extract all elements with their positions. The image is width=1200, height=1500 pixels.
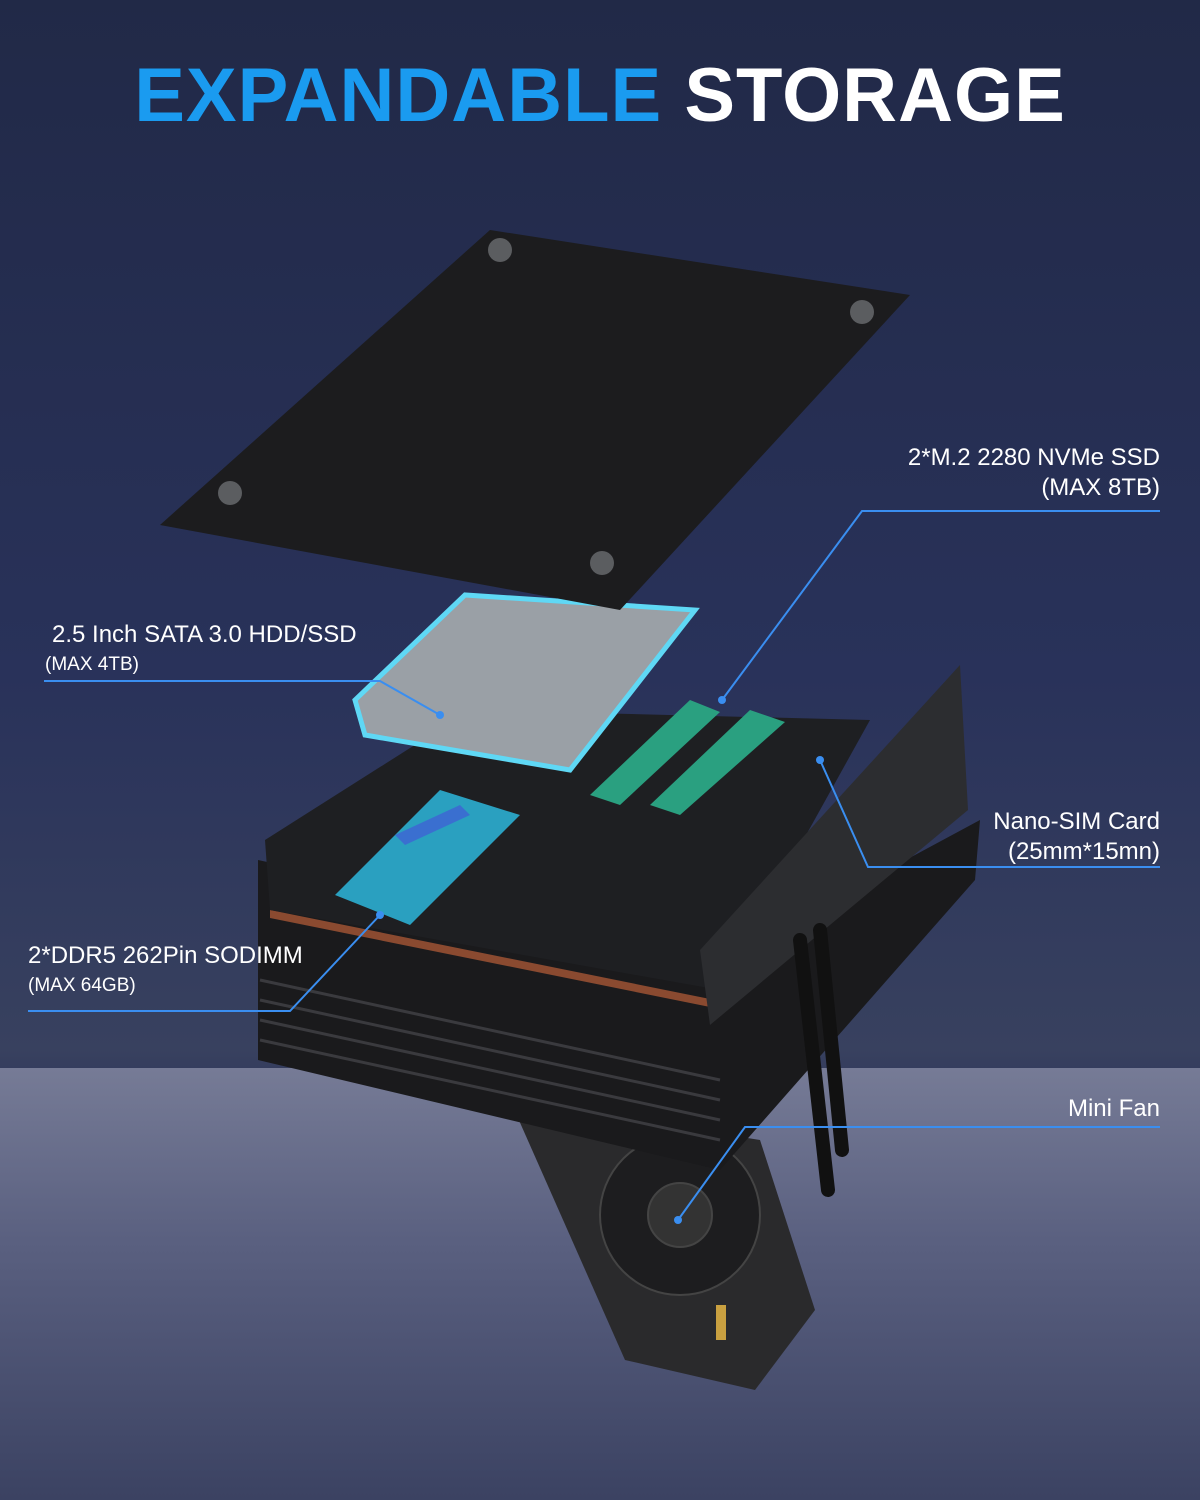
callout-ram-sub: (MAX 64GB) xyxy=(28,975,136,996)
callout-nvme-title: 2*M.2 2280 NVMe SSD xyxy=(907,444,1160,471)
nvme-ssd-2 xyxy=(650,710,785,815)
callout-ram: 2*DDR5 262Pin SODIMM (MAX 64GB) xyxy=(28,941,303,1001)
top-cover xyxy=(160,230,910,610)
mini-fan xyxy=(599,1134,761,1296)
callout-nvme: 2*M.2 2280 NVMe SSD (MAX 8TB) xyxy=(908,443,1160,503)
callout-fan-title: Mini Fan xyxy=(1067,1095,1160,1122)
page-title: EXPANDABLE STORAGE xyxy=(0,52,1200,139)
callout-fan: Mini Fan xyxy=(1068,1094,1160,1124)
ram-module xyxy=(335,790,520,925)
copper-strip xyxy=(270,910,715,1008)
callout-nvme-sub: (MAX 8TB) xyxy=(1041,474,1160,501)
callout-ram-title: 2*DDR5 262Pin SODIMM xyxy=(28,942,303,969)
title-highlight: EXPANDABLE xyxy=(134,53,663,138)
title-rest: STORAGE xyxy=(684,53,1066,138)
callout-sim: Nano-SIM Card (25mm*15mn) xyxy=(993,807,1160,867)
antenna-1 xyxy=(793,933,835,1197)
callout-sim-title: Nano-SIM Card xyxy=(993,808,1160,835)
nvme-ssd-1 xyxy=(590,700,720,805)
callout-sim-sub: (25mm*15mn) xyxy=(1007,838,1160,865)
callout-sata-title: 2.5 Inch SATA 3.0 HDD/SSD xyxy=(52,621,357,648)
io-panel xyxy=(700,665,968,1025)
cover-feet xyxy=(218,238,874,575)
callout-lines xyxy=(28,510,1160,1221)
standoff xyxy=(716,1305,726,1340)
callout-sata-sub: (MAX 4TB) xyxy=(45,654,139,675)
antenna-2 xyxy=(813,923,849,1157)
callout-sata: 2.5 Inch SATA 3.0 HDD/SSD (MAX 4TB) xyxy=(45,620,357,680)
sata-drive xyxy=(352,592,700,773)
